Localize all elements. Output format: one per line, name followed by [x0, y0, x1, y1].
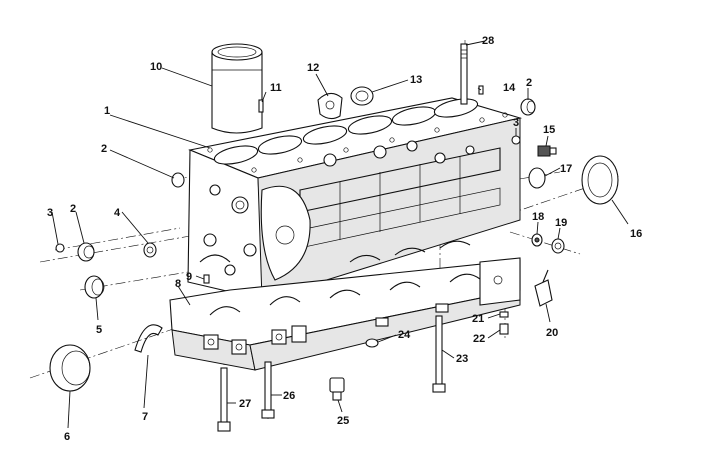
cooling-nozzle-20 [534, 269, 553, 307]
dowel-pin-11 [258, 99, 264, 113]
callout-7: 7 [142, 411, 148, 423]
callout-17: 17 [560, 163, 572, 175]
callout-25: 25 [337, 415, 349, 427]
rear-oil-seal-16 [581, 155, 619, 205]
callout-9: 9 [186, 271, 192, 283]
callout-11: 11 [270, 82, 282, 94]
callout-22: 22 [473, 333, 485, 345]
callout-27: 27 [239, 398, 251, 410]
callout-18: 18 [532, 211, 544, 223]
callout-1: 1 [104, 105, 110, 117]
callout-2-top: 2 [526, 77, 532, 89]
expansion-plug-17 [528, 167, 546, 189]
cup-plug-2-mid [171, 172, 185, 188]
callout-15: 15 [543, 124, 555, 136]
sensor-15 [537, 145, 557, 157]
bolt-22 [499, 323, 509, 335]
callout-24: 24 [398, 329, 411, 341]
drain-plug-25 [329, 377, 345, 401]
cup-plug-2-top [520, 98, 536, 116]
callout-3-left: 3 [47, 207, 53, 219]
stud-28 [460, 43, 468, 105]
bolt-26 [261, 361, 275, 419]
callout-20: 20 [546, 327, 558, 339]
callout-4: 4 [114, 207, 121, 219]
dowel-9 [203, 274, 210, 284]
callout-labels: 1 2 2 2 3 3 4 5 6 7 8 9 10 11 12 13 14 1… [47, 35, 642, 443]
plug-3-top [511, 135, 521, 145]
bearing-shell-6 [49, 344, 91, 392]
bolt-21 [499, 311, 509, 318]
cup-plug-2-left [77, 242, 95, 262]
plug-19 [551, 238, 565, 254]
callout-28: 28 [482, 35, 494, 47]
callout-2-mid: 2 [101, 143, 107, 155]
callout-10: 10 [150, 61, 162, 73]
callout-8: 8 [175, 278, 181, 290]
washer-24 [365, 338, 379, 348]
thrust-washer-7 [134, 324, 163, 353]
plug-3-left [55, 243, 65, 253]
callout-19: 19 [555, 217, 567, 229]
callout-23: 23 [456, 353, 468, 365]
callout-12: 12 [307, 62, 319, 74]
bushing-5 [84, 275, 105, 299]
callout-26: 26 [283, 390, 295, 402]
callout-2-left: 2 [70, 203, 76, 215]
plug-4 [143, 242, 157, 258]
callout-14: 14 [503, 82, 516, 94]
leader-lines [51, 40, 629, 429]
washer-18 [531, 233, 543, 247]
cover-plug-13 [350, 86, 374, 106]
water-elbow-12 [317, 92, 343, 120]
cylinder-block [187, 97, 523, 301]
lower-crankcase [169, 257, 521, 371]
callout-5: 5 [96, 324, 102, 336]
callout-13: 13 [410, 74, 422, 86]
callout-3-top: 3 [513, 117, 519, 129]
main-bolt-23 [432, 315, 446, 393]
callout-21: 21 [472, 313, 484, 325]
callout-6: 6 [64, 431, 70, 443]
callout-16: 16 [630, 228, 642, 240]
bolt-27 [217, 367, 231, 432]
cylinder-liner [211, 43, 263, 134]
